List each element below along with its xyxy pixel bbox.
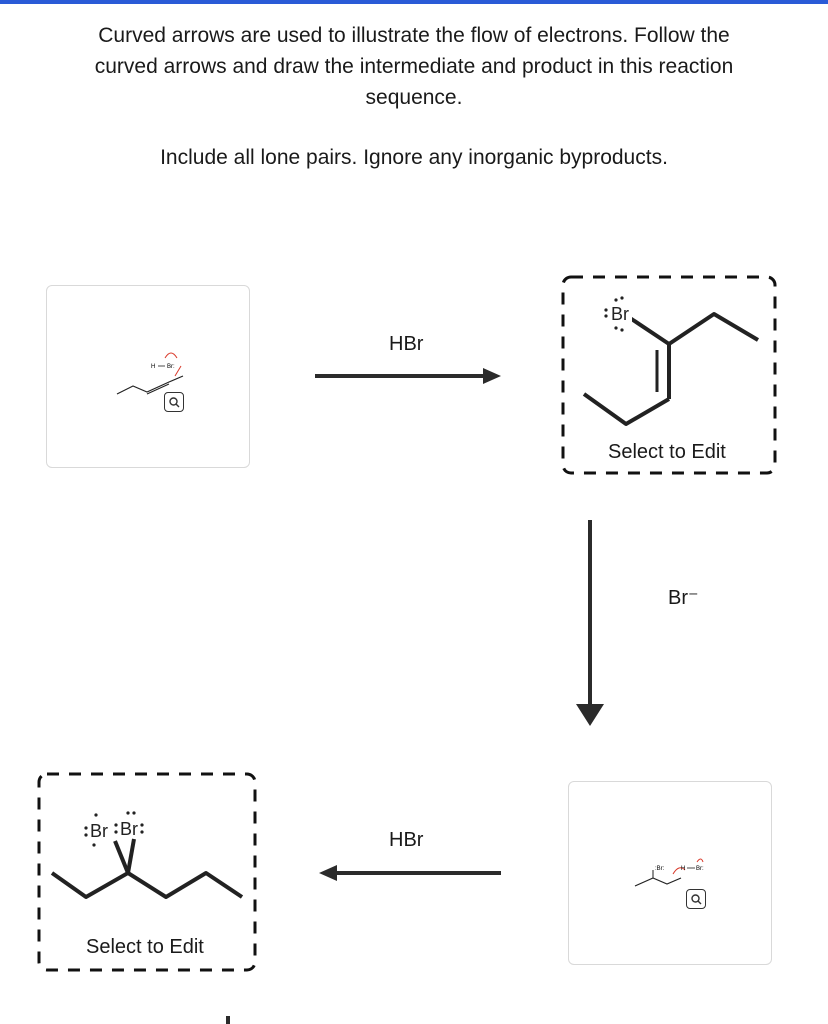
intermediate-structure: Br [582, 296, 760, 426]
intermediate-br-label: Br [611, 304, 629, 324]
magnifier-icon [168, 396, 179, 407]
instruction-line-3: sequence. [365, 86, 463, 109]
product-select-to-edit: Select to Edit [86, 936, 204, 958]
starting-material-thumbnail[interactable]: H Br: [46, 285, 250, 468]
reagent-hbr-step3: HBr [389, 829, 424, 851]
second-intermediate-structure: :Br: H Br: [634, 858, 704, 887]
product-edit-box-border [37, 772, 257, 972]
product-structure: Br Br [50, 811, 244, 899]
second-br-label: :Br: [655, 866, 665, 872]
intermediate-edit-box[interactable]: Br Select to Edit [562, 276, 778, 476]
product-br-left: Br [90, 821, 108, 841]
zoom-button-start[interactable] [164, 392, 184, 412]
start-br-label: Br: [167, 364, 175, 370]
second-intermediate-thumbnail[interactable]: :Br: H Br: [568, 781, 772, 965]
reaction-arrow-left [319, 865, 501, 881]
instruction-lone-pairs: Include all lone pairs. Ignore any inorg… [160, 146, 668, 169]
reagent-hbr-step1: HBr [389, 333, 424, 355]
bromide-byproduct: Br⁻ [668, 587, 699, 609]
next-arrow-stub [226, 1016, 230, 1024]
zoom-button-second[interactable] [686, 889, 706, 909]
reaction-arrow-down [576, 520, 604, 726]
product-edit-box[interactable]: Br Br Select to Edit [38, 773, 258, 973]
intermediate-edit-box-border [561, 275, 777, 475]
intermediate-select-to-edit: Select to Edit [608, 441, 726, 463]
start-h-label: H [151, 364, 155, 370]
instruction-line-1: Curved arrows are used to illustrate the… [98, 24, 730, 47]
starting-material-structure: H Br: [116, 352, 184, 395]
second-h-label: H [681, 866, 685, 872]
product-br-right: Br [120, 819, 138, 839]
instruction-line-2: curved arrows and draw the intermediate … [94, 55, 734, 78]
second-hbr-label: Br: [696, 866, 704, 872]
top-accent-bar [0, 0, 828, 4]
reaction-arrow-right [315, 368, 501, 384]
magnifier-icon [690, 893, 701, 904]
